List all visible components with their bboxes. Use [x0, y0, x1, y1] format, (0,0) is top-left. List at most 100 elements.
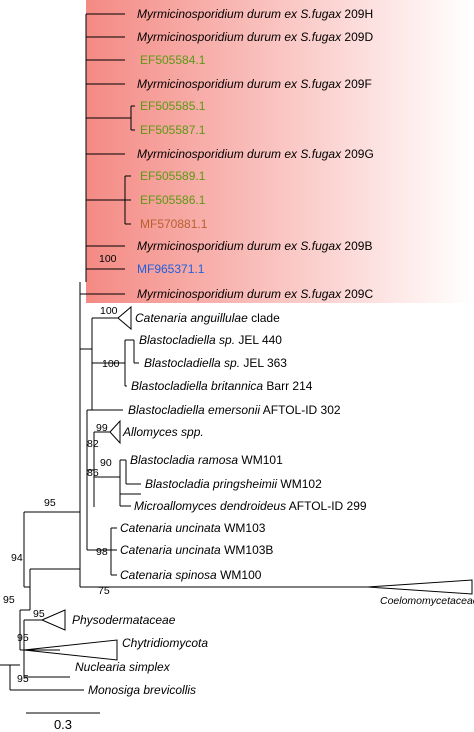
leaf-label: EF505584.1 — [140, 53, 206, 67]
leaf-label-part: Myrmicinosporidium durum — [137, 77, 281, 91]
leaf-label-part: AFTOL-ID 299 — [286, 499, 367, 513]
leaf-label: Blastocladiella britannica Barr 214 — [131, 379, 313, 393]
leaf-label-part: Blastocladiella britannica — [131, 379, 263, 393]
leaf-label-part: EF505589.1 — [140, 169, 206, 183]
leaf-label-part: Blastocladiella sp. — [144, 356, 240, 370]
leaf-label-part: Barr 214 — [263, 379, 313, 393]
leaf-label-part: Chytridiomycota — [122, 636, 208, 650]
leaf-label-part: Coelomomycetaceae — [380, 595, 474, 607]
leaf-label: Chytridiomycota — [122, 636, 208, 650]
support-value: 99 — [96, 422, 108, 434]
leaf-label: Myrmicinosporidium durum ex S.fugax 209F — [137, 77, 372, 91]
leaf-label: Blastocladia pringsheimii WM102 — [145, 477, 322, 491]
leaf-label-part: WM101 — [238, 453, 283, 467]
leaf-label-part: Myrmicinosporidium durum — [137, 147, 281, 161]
leaf-label: Catenaria uncinata WM103 — [120, 521, 266, 535]
support-value: 95 — [33, 608, 45, 620]
support-value: 100 — [102, 358, 120, 370]
leaf-label-part: 209B — [341, 239, 372, 253]
leaf-label-part: 209D — [341, 30, 373, 44]
leaf-label-part: Catenaria uncinata — [120, 521, 221, 535]
leaf-label: Monosiga brevicollis — [88, 683, 196, 697]
scale-bar: 0.3 — [26, 712, 100, 732]
leaf-label-part: S.fugax — [300, 147, 342, 161]
leaf-label: Myrmicinosporidium durum ex S.fugax 209G — [137, 147, 374, 161]
support-value: 75 — [98, 585, 110, 597]
leaf-label-part: Blastocladia ramosa — [130, 453, 238, 467]
collapsed-clade-triangle — [23, 639, 118, 661]
leaf-label-part: ex — [281, 287, 300, 301]
leaf-label-part: WM103B — [221, 543, 274, 557]
leaf-label: MF570881.1 — [140, 217, 208, 231]
leaf-label-part: Catenaria anguillulae — [135, 311, 248, 325]
support-value: 90 — [100, 457, 112, 469]
clade-highlight — [86, 0, 472, 303]
collapsed-clade-triangle — [367, 579, 473, 595]
leaf-label-part: 209F — [341, 77, 372, 91]
leaf-label-part: WM102 — [277, 477, 322, 491]
leaf-label: Blastocladia ramosa WM101 — [130, 453, 283, 467]
leaf-label-part: ex — [281, 7, 300, 21]
leaf-label-part: clade — [248, 311, 280, 325]
scale-bar-label: 0.3 — [54, 717, 72, 732]
support-value: 100 — [99, 253, 117, 265]
collapsed-clade-triangle — [109, 419, 121, 445]
leaf-label-part: MF965371.1 — [137, 262, 205, 276]
leaf-label-part: 209C — [341, 287, 373, 301]
leaf-label: EF505585.1 — [140, 99, 206, 113]
leaf-label-part: Nuclearia simplex — [75, 660, 171, 674]
leaf-label-part: Blastocladiella sp. — [139, 333, 235, 347]
leaf-label: Allomyces spp. — [122, 425, 204, 439]
leaf-label-part: Microallomyces dendroideus — [134, 499, 286, 513]
leaf-label-part: Catenaria spinosa — [120, 568, 217, 582]
branch — [86, 470, 117, 576]
leaf-label: Catenaria spinosa WM100 — [120, 568, 262, 582]
leaf-label: Blastocladiella sp. JEL 440 — [139, 333, 282, 347]
support-value: 98 — [96, 546, 108, 558]
leaf-label-part: Catenaria uncinata — [120, 543, 221, 557]
branch — [85, 13, 135, 295]
branch — [0, 511, 84, 691]
leaf-label-part: Blastocladia pringsheimii — [145, 477, 277, 491]
leaf-label-part: S.fugax — [300, 239, 342, 253]
leaf-label: Blastocladiella emersonii AFTOL-ID 302 — [128, 403, 341, 417]
leaf-label-part: ex — [281, 239, 300, 253]
leaf-label: Myrmicinosporidium durum ex S.fugax 209H — [137, 7, 373, 21]
leaf-label-part: Myrmicinosporidium durum — [137, 287, 281, 301]
branch — [79, 282, 368, 588]
leaf-label: Coelomomycetaceae — [380, 595, 474, 607]
leaf-label: EF505587.1 — [140, 123, 206, 137]
collapsed-clade-triangle — [117, 305, 132, 331]
leaf-label-part: S.fugax — [300, 30, 342, 44]
leaf-label-part: Allomyces spp. — [122, 425, 204, 439]
leaf-label: Myrmicinosporidium durum ex S.fugax 209B — [137, 239, 372, 253]
leaf-labels: Myrmicinosporidium durum ex S.fugax 209H… — [72, 7, 474, 697]
leaf-label-part: EF505584.1 — [140, 53, 206, 67]
support-value: 94 — [11, 552, 23, 564]
leaf-label: Physodermataceae — [72, 613, 176, 627]
collapsed-clades — [23, 305, 473, 661]
leaf-label-part: JEL 363 — [240, 356, 287, 370]
leaf-label-part: Myrmicinosporidium durum — [137, 239, 281, 253]
leaf-label-part: S.fugax — [300, 77, 342, 91]
leaf-label: Myrmicinosporidium durum ex S.fugax 209C — [137, 287, 373, 301]
leaf-label: MF965371.1 — [137, 262, 205, 276]
leaf-label: EF505589.1 — [140, 169, 206, 183]
leaf-label-part: Physodermataceae — [72, 613, 176, 627]
leaf-label-part: JEL 440 — [235, 333, 282, 347]
support-value: 95 — [17, 673, 29, 685]
leaf-label-part: ex — [281, 77, 300, 91]
leaf-label: Catenaria uncinata WM103B — [120, 543, 273, 557]
leaf-label-part: EF505587.1 — [140, 123, 206, 137]
leaf-label-part: 209G — [341, 147, 374, 161]
support-value: 86 — [87, 467, 99, 479]
leaf-label-part: ex — [281, 30, 300, 44]
leaf-label-part: MF570881.1 — [140, 217, 208, 231]
support-values: 100 100 100 99 82 90 86 98 95 75 94 95 9… — [3, 253, 120, 685]
leaf-label-part: ex — [281, 147, 300, 161]
support-value: 95 — [44, 497, 56, 509]
support-value: 100 — [100, 305, 118, 317]
leaf-label-part: EF505586.1 — [140, 193, 206, 207]
